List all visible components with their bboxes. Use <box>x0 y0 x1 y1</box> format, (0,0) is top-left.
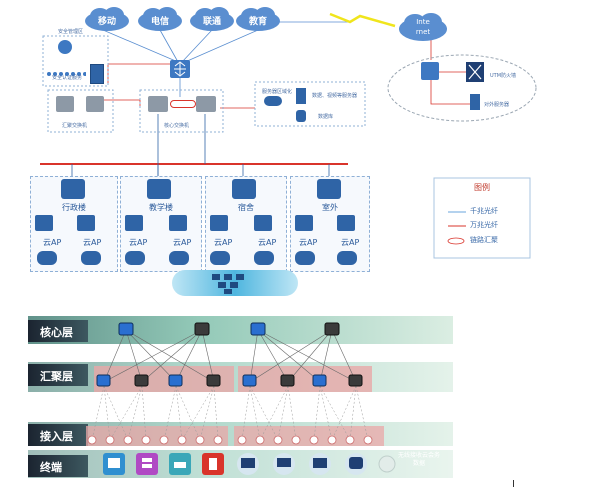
core-link-icon <box>170 100 196 108</box>
auth-server-icon <box>90 64 104 84</box>
building-name: 室外 <box>322 203 338 212</box>
switch-icon <box>232 179 256 199</box>
user-dots-icon <box>46 62 87 76</box>
ap-label: 云AP <box>129 238 148 247</box>
wireless-ap-icon <box>37 251 57 265</box>
cloud-transition-banner <box>172 270 298 296</box>
core-label: 核心交换机 <box>164 123 190 129</box>
internet-label-1: Inte <box>416 18 430 26</box>
server-label-1: 服务器区域化 <box>262 89 293 95</box>
building-admin: 行政楼 云AP 云AP <box>30 176 118 272</box>
layer-label-terminal: 终端 <box>40 461 62 474</box>
server-icon <box>296 88 306 104</box>
ap-label: 云AP <box>173 238 192 247</box>
server-label-3: 数据库 <box>318 114 334 120</box>
access-switch-icon <box>295 215 313 231</box>
wireless-ap-icon <box>210 251 230 265</box>
wireless-ap-icon <box>337 251 357 265</box>
cloud-label: 教育 <box>248 17 267 27</box>
cloud-unicom: 联通 <box>189 6 235 32</box>
ext-server-label: 对外服务器 <box>484 102 510 108</box>
dmz-bottom-label: 安全认证服务 <box>52 75 83 81</box>
building-name: 宿舍 <box>238 203 254 212</box>
legend: 图例 千兆光纤 万兆光纤 链路汇聚 <box>434 178 530 258</box>
building-name: 教学楼 <box>149 203 173 212</box>
switch-icon <box>61 179 85 199</box>
building-name: 行政楼 <box>62 203 86 212</box>
cloud-mobile: 移动 <box>84 6 130 32</box>
network-topology-diagram <box>40 12 537 259</box>
ap-label: 云AP <box>299 238 318 247</box>
cloud-education: 教育 <box>235 6 281 32</box>
firewall-label: UTM防火墙 <box>490 73 517 79</box>
building-outdoor: 室外 云AP 云AP <box>290 176 370 272</box>
ap-label: 云AP <box>258 238 277 247</box>
agg-switch-icon <box>56 96 74 112</box>
cloud-label: 移动 <box>97 17 116 27</box>
core-switch-icon <box>196 96 216 112</box>
terminal-note-line: 数据 <box>413 460 426 467</box>
access-switch-icon <box>254 215 272 231</box>
user-icon <box>58 40 72 54</box>
legend-title: 图例 <box>474 183 490 192</box>
edge-router-icon <box>170 60 190 78</box>
building-dorm: 宿舍 云AP 云AP <box>205 176 287 272</box>
access-switch-icon <box>125 215 143 231</box>
switch-small-icon <box>264 96 282 106</box>
firewall-icon <box>466 62 484 82</box>
layer-label-core: 核心层 <box>40 326 73 339</box>
ap-label: 云AP <box>341 238 360 247</box>
ap-label: 云AP <box>83 238 102 247</box>
legend-item: 千兆光纤 <box>470 207 498 215</box>
database-icon <box>296 110 306 122</box>
access-switch-icon <box>169 215 187 231</box>
access-switch-icon <box>210 215 228 231</box>
core-switch-icon <box>148 96 168 112</box>
internet-label-2: rnet <box>415 28 431 36</box>
ext-switch-icon <box>421 62 439 80</box>
ap-label: 云AP <box>43 238 62 247</box>
cloud-label: 电信 <box>150 17 169 27</box>
server-label-2: 数据、视频等服务器 <box>312 93 358 99</box>
access-switch-icon <box>35 215 53 231</box>
building-teaching: 教学楼 云AP 云AP <box>120 176 202 272</box>
cloud-label: 联通 <box>202 17 221 27</box>
ap-label: 云AP <box>214 238 233 247</box>
wireless-ap-icon <box>169 251 189 265</box>
switch-icon <box>317 179 341 199</box>
terminal-note: 无线接收云会务 数据 <box>398 452 440 468</box>
switch-icon <box>147 179 171 199</box>
agg-left-label: 汇聚交换机 <box>62 123 88 129</box>
ext-server-icon <box>470 94 480 110</box>
wireless-ap-icon <box>295 251 315 265</box>
dmz-top-label: 安全管理区 <box>58 29 84 35</box>
access-switch-icon <box>77 215 95 231</box>
layer-label-agg: 汇聚层 <box>40 370 73 383</box>
wireless-ap-icon <box>254 251 274 265</box>
terminal-note-line: 无线接收云会务 <box>398 452 441 459</box>
legend-item: 链路汇聚 <box>470 236 498 244</box>
internet-cloud: Inte rnet <box>398 12 448 42</box>
agg-switch-icon <box>86 96 104 112</box>
cloud-telecom: 电信 <box>137 6 183 32</box>
wireless-ap-icon <box>125 251 145 265</box>
access-switch-icon <box>337 215 355 231</box>
legend-item: 万兆光纤 <box>470 221 498 229</box>
tick-mark <box>513 480 514 487</box>
layer-label-access: 接入层 <box>40 430 73 443</box>
layered-architecture-diagram <box>28 316 453 478</box>
wireless-ap-icon <box>81 251 101 265</box>
